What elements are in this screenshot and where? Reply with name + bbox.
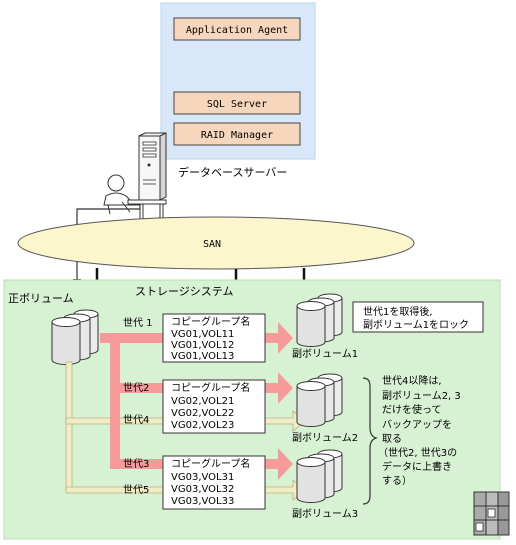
- generation-label: 世代2: [123, 382, 149, 394]
- generation-label: 世代4: [123, 414, 149, 426]
- storage-label: ストレージシステム: [135, 285, 233, 298]
- copy-group-box-2: コピーグループ名 VG02,VOL21 VG02,VOL22 VG02,VOL2…: [162, 379, 266, 434]
- app-box-sql-server: SQL Server: [173, 91, 301, 115]
- note-lock: 世代1を取得後, 副ボリューム1をロック: [352, 301, 484, 333]
- note-line: （世代2, 世代3の: [378, 447, 457, 459]
- copy-group-item: VG03,VOL31: [171, 472, 234, 483]
- copy-group-item: VG02,VOL22: [171, 408, 234, 419]
- volume-cylinder-icon: [51, 309, 99, 365]
- note-line: 世代4以降は,: [382, 374, 442, 387]
- volume-cylinder-icon: [296, 293, 343, 347]
- app-box-label: SQL Server: [207, 99, 267, 110]
- server-label: データベースサーバー: [178, 165, 287, 179]
- note-line: 副ボリューム2, 3: [382, 390, 461, 402]
- copy-group-title: コピーグループ名: [171, 381, 250, 394]
- generation-label: 世代3: [123, 458, 149, 470]
- copy-group-item: VG01,VOL13: [171, 351, 234, 362]
- volume-cylinder-icon: [296, 449, 343, 503]
- volume-cylinder-icon: [296, 373, 343, 427]
- user-icon: [103, 174, 141, 215]
- note-line: する）: [382, 475, 412, 487]
- copy-group-item: VG03,VOL32: [171, 484, 234, 495]
- secondary-volume-label: 副ボリューム1: [292, 348, 358, 360]
- copy-group-item: VG01,VOL11: [171, 329, 234, 340]
- copy-group-item: VG02,VOL23: [171, 420, 234, 431]
- server-tower-icon: [138, 132, 167, 201]
- note-line: バックアップを: [382, 419, 452, 431]
- app-box-raid-manager: RAID Manager: [173, 122, 301, 146]
- app-box-application-agent: Application Agent: [173, 17, 301, 41]
- san-label: SAN: [203, 239, 221, 250]
- storage-cabinet-icon: [473, 491, 510, 536]
- generation-label: 世代5: [123, 484, 149, 496]
- copy-group-box-1: コピーグループ名 VG01,VOL11 VG01,VOL12 VG01,VOL1…: [162, 313, 266, 363]
- copy-group-box-3: コピーグループ名 VG03,VOL31 VG03,VOL32 VG03,VOL3…: [162, 455, 266, 510]
- note-line: データに上書き: [382, 460, 452, 473]
- note-line: だけを使って: [382, 403, 442, 416]
- secondary-volume-label: 副ボリューム3: [292, 508, 358, 520]
- note-line: 取る: [382, 433, 402, 445]
- brace: [362, 377, 378, 505]
- app-box-label: Application Agent: [186, 25, 288, 36]
- generation-label: 世代 1: [123, 317, 153, 329]
- app-box-label: RAID Manager: [201, 130, 273, 141]
- note-line: 世代1を取得後,: [363, 305, 433, 318]
- secondary-volume-label: 副ボリューム2: [292, 432, 358, 444]
- note-line: 副ボリューム1をロック: [363, 319, 469, 331]
- primary-volume-label: 正ボリューム: [8, 292, 74, 305]
- copy-group-title: コピーグループ名: [171, 315, 250, 328]
- san-network: SAN: [17, 216, 415, 270]
- copy-group-item: VG02,VOL21: [171, 396, 234, 407]
- note-overwrite: 世代4以降は, 副ボリューム2, 3 だけを使って バックアップを 取る （世代…: [378, 374, 461, 487]
- copy-group-item: VG03,VOL33: [171, 496, 234, 507]
- copy-group-title: コピーグループ名: [171, 457, 250, 470]
- copy-group-item: VG01,VOL12: [171, 340, 234, 351]
